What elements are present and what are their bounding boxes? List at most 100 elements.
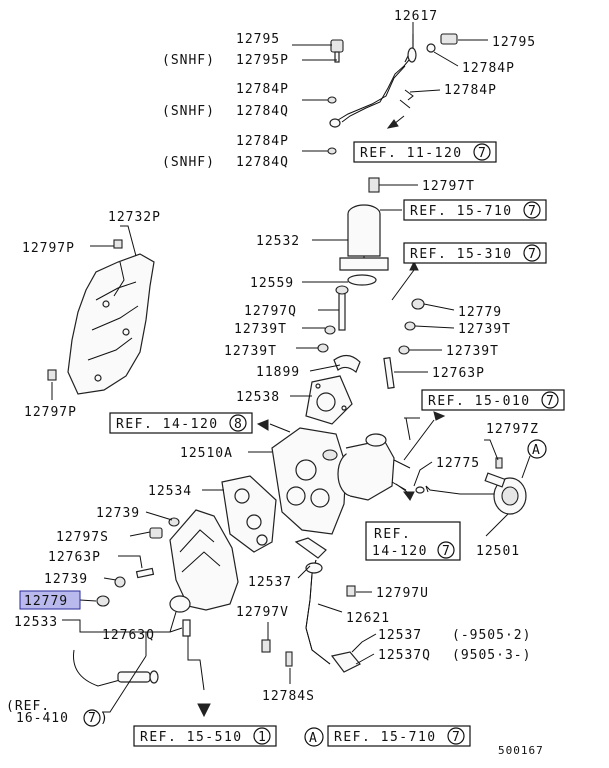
label-12797p-2: 12797P [24,405,77,420]
label-range-1: (-9505·2) [452,628,531,643]
label-12779-highlighted[interactable]: 12779 [24,594,68,609]
label-12739t-3: 12739T [224,344,277,359]
svg-text:7: 7 [452,730,461,745]
intake-pipe-12532 [339,177,389,286]
svg-text:1: 1 [258,730,267,745]
marker-a-bottom: A [304,727,324,747]
label-12763p: 12763P [432,366,485,381]
ref-14-120-bottom-link[interactable]: REF. 14-120 7 [365,521,461,561]
marker-a-actuator: A [527,439,547,459]
wastegate-actuator-12501 [415,457,527,515]
ref-15-510[interactable]: REF. 15-510 1 [133,725,277,747]
part-drawings [47,33,527,687]
label-12537-right: 12537 [378,628,422,643]
label-12621: 12621 [346,611,390,626]
label-12532: 12532 [256,234,300,249]
svg-text:A: A [532,443,541,458]
label-12501: 12501 [476,544,520,559]
svg-text:REF. 14-120: REF. 14-120 [116,417,219,432]
label-12739-bottom: 12739 [44,572,88,587]
ref-14-120-bottom-prefix: REF. [374,527,411,542]
label-12617: 12617 [394,9,438,24]
label-12533: 12533 [14,615,58,630]
figure-number: 500167 [498,744,544,757]
label-snhf-1: (SNHF) [162,53,215,68]
label-12797u: 12797U [376,586,429,601]
turbocharger-12510a [271,427,411,535]
label-12739t-4: 12739T [446,344,499,359]
svg-text:REF. 15-710: REF. 15-710 [334,730,437,745]
label-12537q: 12537Q [378,648,431,663]
ref-14-120-bottom-code: 14-120 [372,544,428,559]
leader-lines [51,22,531,713]
label-ref-16-a: (REF. [6,699,50,714]
part-labels: 12795 12795P (SNHF) 12617 12795 12784P 1… [6,9,544,757]
label-12795-right: 12795 [492,35,536,50]
heat-protector-12732p [67,253,155,395]
svg-text:REF. 11-120: REF. 11-120 [360,146,463,161]
label-12538: 12538 [236,390,280,405]
label-12784p-left: 12784P [236,82,289,97]
label-12784q-2: 12784Q [236,155,289,170]
svg-text:REF. 15-710: REF. 15-710 [410,204,513,219]
highlight-12779 [19,590,81,610]
svg-text:7: 7 [528,247,537,262]
svg-text:A: A [309,731,318,746]
label-12784s: 12784S [262,689,315,704]
label-12784p-right: 12784P [462,61,515,76]
label-12739t-2: 12739T [458,322,511,337]
ref-15-310[interactable]: REF. 15-310 7 [403,242,547,264]
label-12784q-1: 12784Q [236,104,289,119]
label-12732p: 12732P [108,210,161,225]
manifold-gasket-12534 [221,475,277,553]
label-12795p: 12795P [236,53,289,68]
label-snhf-3: (SNHF) [162,155,215,170]
ref-16-410-number: 7 [88,711,97,726]
svg-text:REF. 15-310: REF. 15-310 [410,247,513,262]
label-12537-mid: 12537 [248,575,292,590]
label-12510a: 12510A [180,446,233,461]
label-12797t: 12797T [422,179,475,194]
label-ref-16-b: 16-410 [16,711,69,726]
label-snhf-2: (SNHF) [162,104,215,119]
label-12534: 12534 [148,484,192,499]
label-12797v: 12797V [236,605,289,620]
label-12784p-2: 12784P [236,134,289,149]
ref-15-010[interactable]: REF. 15-010 7 [421,389,565,411]
label-range-2: (9505·3-) [452,648,531,663]
label-12797q: 12797Q [244,304,297,319]
svg-text:8: 8 [234,417,243,432]
label-12797p-1: 12797P [22,241,75,256]
studs-nuts [317,285,425,389]
label-12797z: 12797Z [486,422,539,437]
ref-15-710-top[interactable]: REF. 15-710 7 [403,199,547,221]
ref-14-120-left[interactable]: REF. 14-120 8 [109,412,253,434]
oxygen-sensor-cable [73,649,159,687]
label-12779-top: 12779 [458,305,502,320]
ref-arrows [187,115,446,718]
label-12739t-1: 12739T [234,322,287,337]
svg-text:7: 7 [478,146,487,161]
ref-14-120-bottom-number: 7 [442,544,451,559]
label-12763q: 12763Q [102,628,155,643]
ref-boxes: REF. 11-120 7 REF. 15-710 7 REF. 15-310 … [109,141,565,747]
label-12795-top: 12795 [236,32,280,47]
svg-text:): ) [100,711,109,726]
oil-return-pipe-12621 [261,537,361,673]
label-11899: 11899 [256,365,300,380]
label-12763p-left: 12763P [48,550,101,565]
oil-line-12617 [327,33,458,155]
label-12739-top: 12739 [96,506,140,521]
gasket-12538 [305,375,353,425]
label-12797s: 12797S [56,530,109,545]
ref-15-710-bottom[interactable]: REF. 15-710 7 [327,725,471,747]
label-12775: 12775 [436,456,480,471]
exhaust-manifold-12533 [96,509,239,637]
svg-text:7: 7 [546,394,555,409]
label-12559: 12559 [250,276,294,291]
svg-text:REF. 15-010: REF. 15-010 [428,394,531,409]
ref-16-410-link[interactable]: 7 ) [83,709,109,727]
label-12784p-mid: 12784P [444,83,497,98]
ref-11-120[interactable]: REF. 11-120 7 [353,141,497,163]
